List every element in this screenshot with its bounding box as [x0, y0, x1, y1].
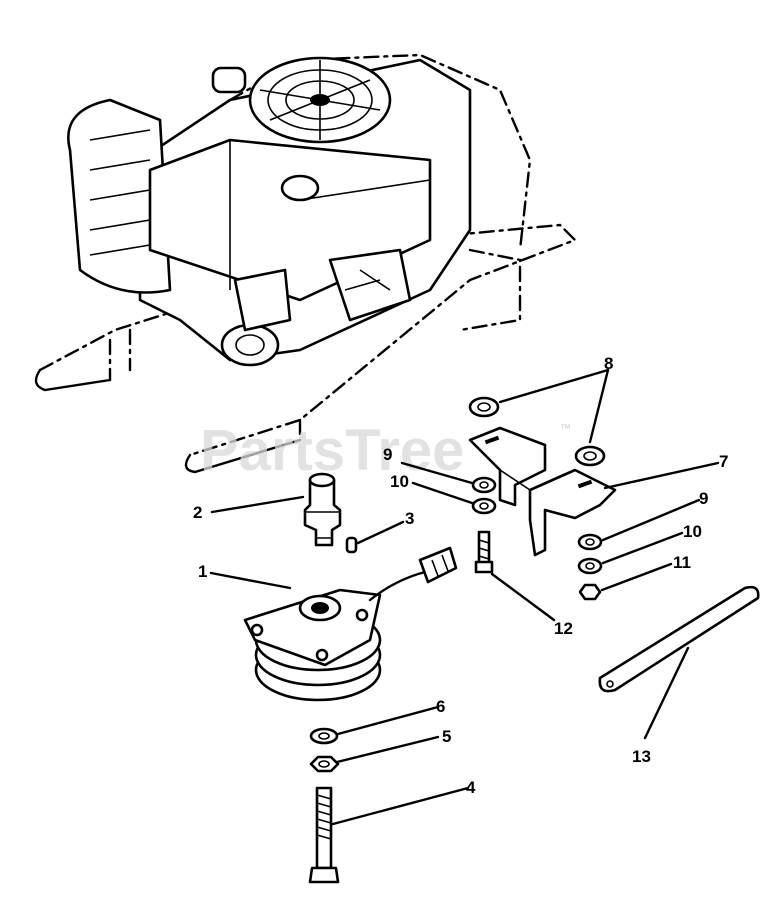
washer [309, 727, 339, 745]
callout-3: 3 [405, 509, 414, 528]
bolt [308, 786, 340, 884]
callout-9-left: 9 [383, 445, 392, 464]
callout-9-right: 9 [699, 489, 708, 508]
callout-4: 4 [466, 778, 476, 797]
watermark: PartsTree [200, 418, 464, 483]
callout-6: 6 [436, 697, 445, 716]
electric-clutch [243, 546, 458, 702]
watermark-trademark: ™ [560, 423, 571, 435]
nut [309, 755, 340, 773]
callout-2: 2 [193, 503, 202, 522]
washer [468, 396, 500, 418]
callout-10-right: 10 [683, 522, 702, 541]
bolt [474, 530, 494, 574]
callout-8: 8 [604, 354, 613, 373]
washer [577, 533, 603, 551]
callout-7: 7 [719, 452, 728, 471]
nut [578, 583, 602, 601]
washer [471, 476, 497, 494]
callout-12: 12 [554, 619, 573, 638]
callout-13: 13 [632, 747, 651, 766]
callout-1: 1 [198, 562, 207, 581]
callouts: 1 2 3 4 5 6 7 8 9 9 10 10 11 12 13 [193, 354, 728, 797]
engine-illustration [34, 53, 578, 474]
leader-lines [209, 368, 720, 826]
anti-rotation-strap [598, 585, 760, 693]
callout-5: 5 [442, 727, 451, 746]
callout-11: 11 [673, 553, 691, 572]
key [345, 536, 358, 554]
bracket [468, 426, 617, 557]
spacer [303, 472, 342, 547]
washer [471, 497, 497, 515]
washer [574, 445, 606, 467]
callout-10-left: 10 [390, 472, 409, 491]
washer [577, 557, 603, 575]
